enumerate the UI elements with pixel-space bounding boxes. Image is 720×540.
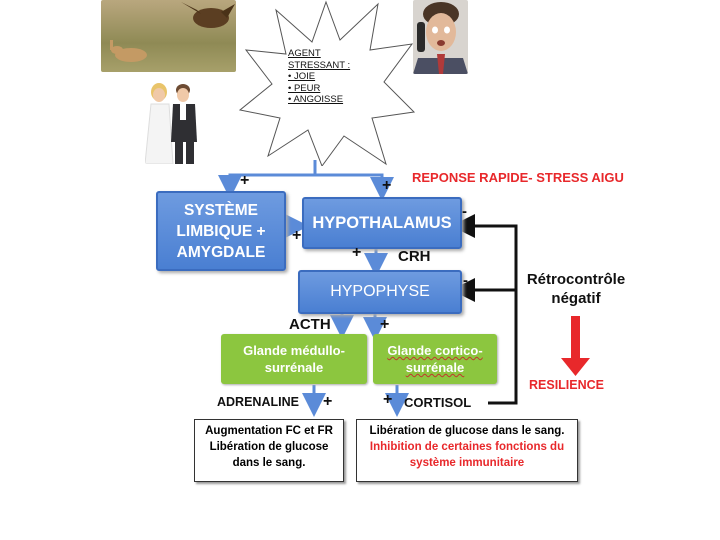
resilience-arrow-shaft (571, 316, 580, 360)
cortico-surrenale-box: Glande cortico- surrénale (373, 334, 497, 384)
effect-right-line-2: Inhibition de certaines fonctions du (369, 441, 565, 453)
arrow-to-hypothalamus (315, 173, 394, 201)
limbic-line-2: LIMBIQUE + (176, 222, 266, 240)
resilience-arrow-head (561, 358, 590, 376)
stressor-text: AGENT STRESSANT : • JOIE • PEUR • ANGOIS… (288, 48, 378, 106)
feedback-line-2: négatif (551, 290, 601, 307)
plus-sign-adrenaline: + (323, 393, 333, 410)
cortico-line-1: Glande cortico- (387, 343, 483, 358)
minus-sign-hypophyse: - (463, 272, 468, 289)
effect-left-line-3: dans le sang. (232, 457, 306, 469)
effect-left-line-2: Libération de glucose (209, 441, 329, 453)
stressor-item-joie: • JOIE (288, 71, 316, 82)
fast-response-label: REPONSE RAPIDE- STRESS AIGU (412, 170, 624, 185)
wedding-couple-photo (145, 78, 200, 164)
feedback-line-1: Rétrocontrôle (526, 271, 626, 288)
stressor-starburst (238, 0, 416, 166)
medullo-line-2: surrénale (264, 360, 324, 375)
limbic-line-1: SYSTÈME (183, 201, 259, 219)
limbic-line-3: AMYGDALE (176, 243, 266, 261)
plus-sign-limbic: + (240, 172, 250, 189)
feedback-to-hypothalamus (451, 214, 518, 405)
cortico-line-2: surrénale (405, 360, 465, 375)
medullo-line-1: Glande médullo- (243, 343, 345, 358)
hypothalamus-box: HYPOTHALAMUS (302, 197, 462, 249)
limbic-system-box: SYSTÈME LIMBIQUE + AMYGDALE (156, 191, 286, 271)
acth-label: ACTH (289, 316, 331, 333)
minus-sign-hypothalamus: - (462, 203, 467, 220)
stressor-item-peur: • PEUR (288, 82, 321, 94)
stressor-title: AGENT STRESSANT : (288, 48, 351, 71)
plus-sign-crh: + (352, 244, 362, 261)
arrow-to-limbic (218, 173, 382, 199)
adrenaline-effects-box: Augmentation FC et FR Libération de gluc… (194, 419, 344, 482)
effect-right-line-3: système immunitaire (409, 457, 525, 469)
adrenaline-label: ADRENALINE (217, 395, 299, 409)
plus-sign-limbic-hypothalamus: + (292, 227, 302, 244)
hypothalamus-label: HYPOTHALAMUS (312, 213, 452, 232)
hypophyse-box: HYPOPHYSE (298, 270, 462, 314)
cortisol-label: CORTISOL (404, 395, 472, 410)
hypophyse-label: HYPOPHYSE (330, 283, 430, 300)
crh-label: CRH (398, 248, 431, 265)
rabbit-and-predator-photo (101, 0, 236, 72)
medullo-surrenale-box: Glande médullo- surrénale (221, 334, 367, 384)
cortisol-effects-box: Libération de glucose dans le sang. Inhi… (356, 419, 578, 482)
negative-feedback-label: Rétrocontrôle négatif (521, 270, 631, 308)
resilience-label: RESILIENCE (529, 378, 605, 392)
effect-left-line-1: Augmentation FC et FR (205, 425, 333, 437)
plus-sign-hypothalamus: + (382, 177, 392, 194)
plus-sign-cortico: + (380, 316, 390, 333)
stressor-item-angoisse: • ANGOISSE (288, 94, 344, 105)
plus-sign-cortisol: + (383, 391, 393, 408)
startled-man-on-phone-photo (413, 0, 468, 74)
effect-right-line-1: Libération de glucose dans le sang. (369, 425, 565, 437)
